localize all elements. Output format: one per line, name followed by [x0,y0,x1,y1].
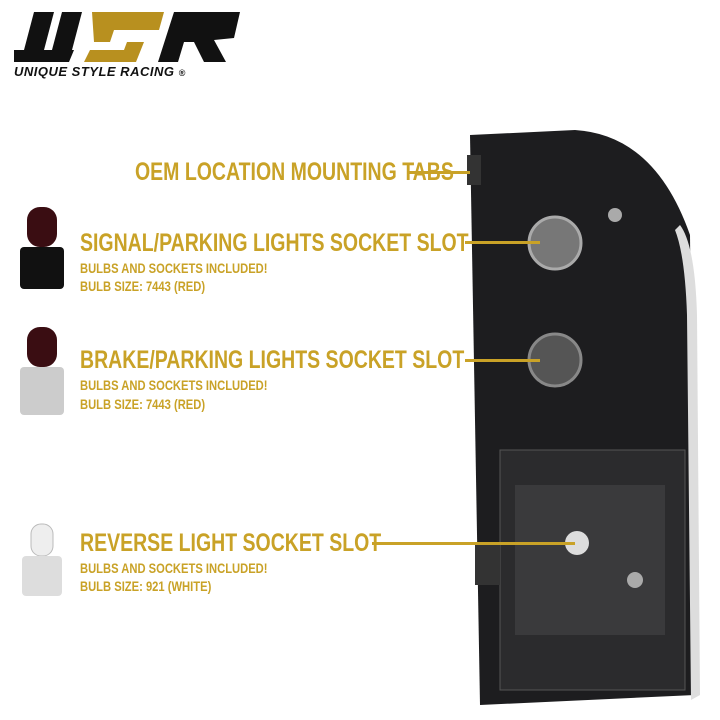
brand-tagline: UNIQUE STYLE RACING ® [14,64,186,79]
brake-pointer [465,359,540,362]
mounting-tabs-pointer [408,171,470,174]
tail-light-image [467,130,700,705]
brake-bulb-image [20,327,64,415]
reverse-socket [565,531,589,555]
reverse-pointer [372,542,575,545]
tagline-text: UNIQUE STYLE RACING [14,64,175,79]
signal-bulb-image [20,207,64,289]
reverse-bulb-size: BULB SIZE: 921 (WHITE) [80,578,212,594]
signal-bulb-size: BULB SIZE: 7443 (RED) [80,278,206,294]
brake-bulb-size: BULB SIZE: 7443 (RED) [80,396,206,412]
brake-included: BULBS AND SOCKETS INCLUDED! [80,377,268,393]
brand-logo: UNIQUE STYLE RACING ® [9,10,244,82]
mounting-tabs-title: OEM LOCATION MOUNTING TABS [135,158,454,186]
reverse-title: REVERSE LIGHT SOCKET SLOT [80,529,382,557]
brake-title: BRAKE/PARKING LIGHTS SOCKET SLOT [80,346,465,374]
registered-mark: ® [178,68,186,78]
reverse-included: BULBS AND SOCKETS INCLUDED! [80,560,268,576]
usr-logo-mark [9,12,240,62]
signal-title: SIGNAL/PARKING LIGHTS SOCKET SLOT [80,229,469,257]
reverse-bulb-image [22,523,62,596]
signal-included: BULBS AND SOCKETS INCLUDED! [80,260,268,276]
signal-pointer [465,241,540,244]
